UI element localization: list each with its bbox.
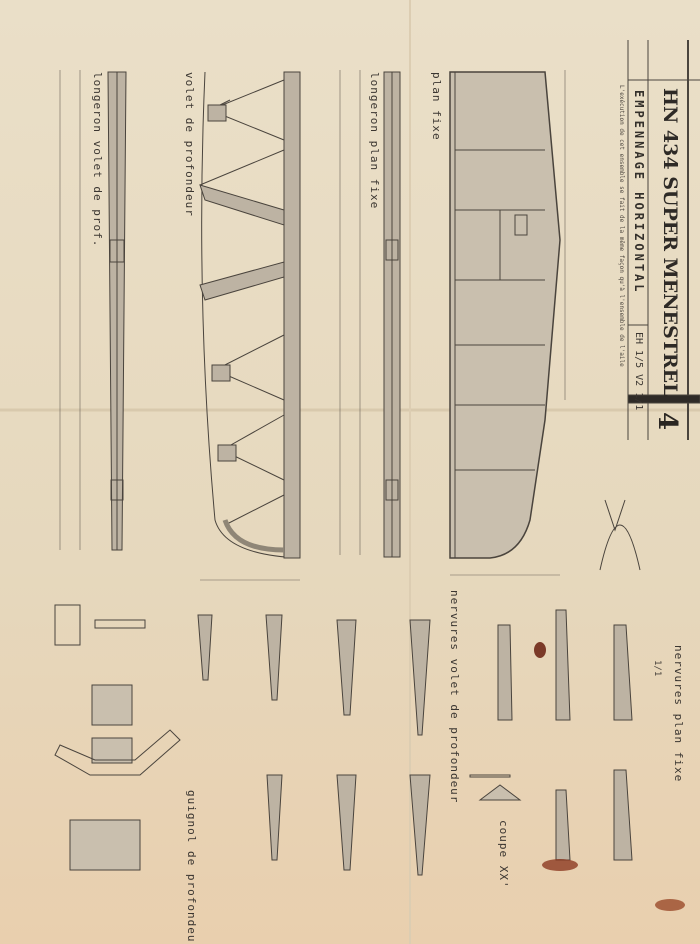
label-volet: volet de profondeur bbox=[183, 72, 196, 217]
label-scale: 1/1 bbox=[652, 660, 662, 677]
label-longeron-plan-fixe: longeron plan fixe bbox=[368, 72, 381, 210]
drawing-reference: EH 1/5 V2 1/1 bbox=[633, 332, 644, 411]
label-nervures-plan-fixe: nervures plan fixe bbox=[672, 645, 685, 783]
title-notes: L'exécution de cet ensemble se fait de l… bbox=[618, 85, 625, 367]
label-nervures-volet: nervures volet de profondeur bbox=[448, 590, 461, 804]
longeron-plan-fixe-view bbox=[383, 71, 401, 558]
drawing-subtitle: EMPENNAGE HORIZONTAL bbox=[632, 90, 646, 295]
nervures-plan-fixe bbox=[497, 609, 633, 861]
stain bbox=[534, 642, 546, 658]
label-plan-fixe: plan fixe bbox=[430, 72, 443, 141]
stain bbox=[655, 899, 685, 911]
longeron-volet-view bbox=[107, 71, 127, 551]
sheet-number: 4 bbox=[652, 411, 683, 431]
dimension-lines bbox=[59, 70, 566, 581]
volet-view bbox=[199, 71, 301, 559]
nervures-volet bbox=[197, 614, 431, 876]
label-longeron-volet: longeron volet de prof. bbox=[91, 72, 104, 248]
label-guignol: guignol de profondeur bbox=[185, 790, 198, 944]
guignol-view bbox=[54, 604, 181, 871]
coupe-detail bbox=[469, 499, 641, 801]
label-coupe: coupe XX' bbox=[497, 820, 510, 889]
drawing-title: HN 434 SUPER MENESTREL bbox=[659, 88, 681, 397]
title-block-frame bbox=[627, 40, 700, 440]
plan-fixe-view bbox=[449, 71, 561, 559]
stain bbox=[542, 859, 578, 871]
